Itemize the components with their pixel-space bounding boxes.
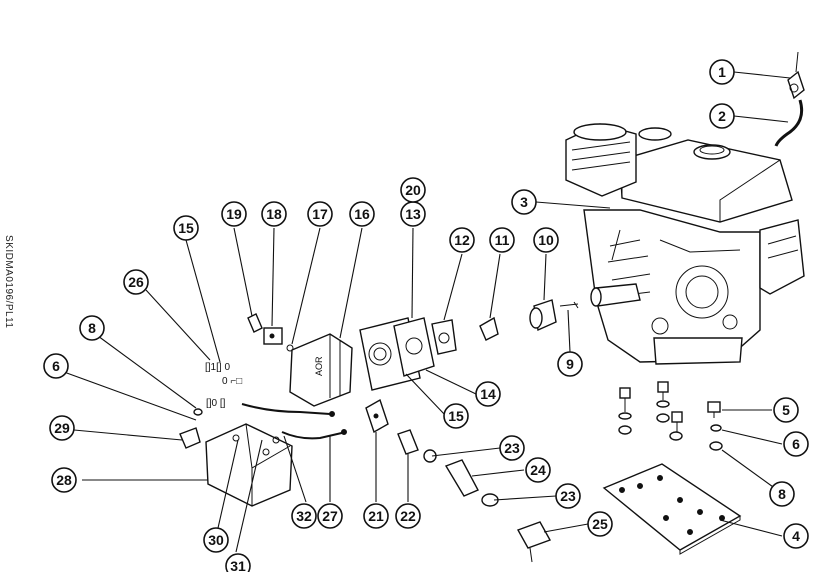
callout-31: 31 — [225, 553, 251, 572]
mounting-bolt-stacks — [618, 381, 723, 451]
svg-text:27: 27 — [322, 508, 338, 524]
callout-22: 22 — [395, 503, 421, 529]
svg-text:1: 1 — [718, 64, 726, 80]
callout-14: 14 — [475, 381, 501, 407]
svg-text:23: 23 — [560, 488, 576, 504]
leader-lines — [63, 71, 791, 553]
svg-text:[]0 []: []0 [] — [206, 398, 226, 409]
svg-text:8: 8 — [778, 486, 786, 502]
small-fasteners — [247, 313, 294, 352]
callout-32: 32 — [291, 503, 317, 529]
starter-motor: AOR — [289, 333, 353, 407]
callout-12: 12 — [449, 227, 475, 253]
svg-text:19: 19 — [226, 206, 242, 222]
svg-text:10: 10 — [538, 232, 554, 248]
svg-text:28: 28 — [56, 472, 72, 488]
callout-15-top: 15 — [173, 215, 199, 241]
svg-text:12: 12 — [454, 232, 470, 248]
svg-text:4: 4 — [792, 528, 800, 544]
callout-29: 29 — [49, 415, 75, 441]
callout-2: 2 — [709, 103, 735, 129]
callout-25: 25 — [587, 511, 613, 537]
callout-15-bottom: 15 — [443, 403, 469, 429]
svg-text:13: 13 — [405, 206, 421, 222]
callout-30: 30 — [203, 527, 229, 553]
svg-text:15: 15 — [178, 220, 194, 236]
terminal-nuts: []1[] 0 0 ⌐□ []0 [] — [193, 362, 242, 416]
svg-text:8: 8 — [88, 320, 96, 336]
svg-text:31: 31 — [230, 558, 246, 572]
svg-text:3: 3 — [520, 194, 528, 210]
callout-23-bottom: 23 — [555, 483, 581, 509]
throttle-clip-and-cable — [774, 51, 805, 147]
svg-text:5: 5 — [782, 402, 790, 418]
svg-text:9: 9 — [566, 356, 574, 372]
callout-3: 3 — [511, 189, 537, 215]
svg-text:21: 21 — [368, 508, 384, 524]
callout-5: 5 — [773, 397, 799, 423]
svg-text:18: 18 — [266, 206, 282, 222]
callout-23-top: 23 — [499, 435, 525, 461]
callout-16: 16 — [349, 201, 375, 227]
callout-10: 10 — [533, 227, 559, 253]
starter-clutch-parts — [479, 299, 579, 341]
svg-text:11: 11 — [495, 232, 510, 248]
callout-6-left: 6 — [43, 353, 69, 379]
callout-20: 20 — [400, 177, 426, 203]
svg-text:23: 23 — [504, 440, 520, 456]
callout-26: 26 — [123, 269, 149, 295]
svg-text:29: 29 — [54, 420, 70, 436]
svg-text:22: 22 — [400, 508, 416, 524]
svg-text:25: 25 — [592, 516, 608, 532]
svg-text:26: 26 — [128, 274, 144, 290]
svg-text:14: 14 — [480, 386, 496, 402]
callout-21: 21 — [363, 503, 389, 529]
callout-6-right: 6 — [783, 431, 809, 457]
svg-text:17: 17 — [312, 206, 328, 222]
mounting-plate — [602, 463, 742, 555]
callout-8-right: 8 — [769, 481, 795, 507]
callout-27: 27 — [317, 503, 343, 529]
callout-28: 28 — [51, 467, 77, 493]
svg-text:[]1[] 0: []1[] 0 — [205, 362, 230, 373]
callout-18: 18 — [261, 201, 287, 227]
flywheel-assembly — [359, 317, 457, 391]
svg-text:24: 24 — [530, 462, 546, 478]
callout-13: 13 — [400, 201, 426, 227]
callout-19: 19 — [221, 201, 247, 227]
svg-text:15: 15 — [448, 408, 464, 424]
callout-1: 1 — [709, 59, 735, 85]
svg-text:2: 2 — [718, 108, 726, 124]
svg-text:6: 6 — [52, 358, 60, 374]
callout-11: 11 — [489, 227, 515, 253]
battery-cables — [179, 403, 347, 449]
svg-text:20: 20 — [405, 182, 421, 198]
svg-text:AOR: AOR — [314, 356, 324, 376]
callout-4: 4 — [783, 523, 809, 549]
svg-text:30: 30 — [208, 532, 224, 548]
callouts: 1 2 3 4 5 6 6 8 8 9 10 11 12 13 14 15 15… — [43, 59, 809, 572]
callout-9: 9 — [557, 351, 583, 377]
svg-text:0 ⌐□: 0 ⌐□ — [222, 376, 242, 387]
svg-text:32: 32 — [296, 508, 312, 524]
svg-text:6: 6 — [792, 436, 800, 452]
callout-17: 17 — [307, 201, 333, 227]
callout-8-left: 8 — [79, 315, 105, 341]
fuel-and-relay-parts — [365, 398, 552, 563]
callout-24: 24 — [525, 457, 551, 483]
svg-text:16: 16 — [354, 206, 370, 222]
engine-assembly — [565, 123, 805, 365]
